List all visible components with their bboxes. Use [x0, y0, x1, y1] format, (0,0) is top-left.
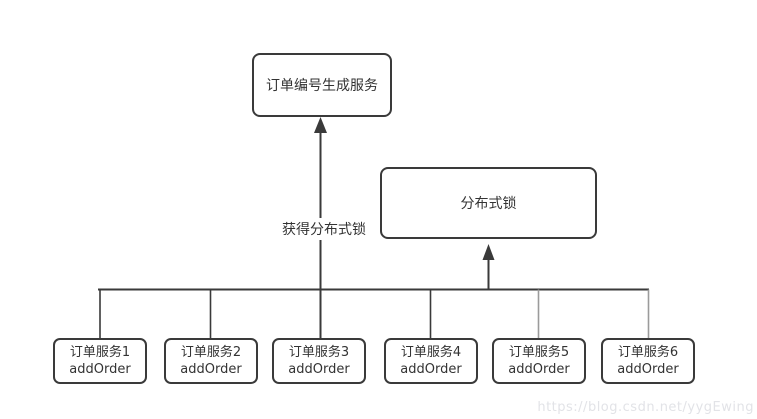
service-name: 订单服务5 — [508, 345, 570, 360]
up-arrowhead-lock-box — [482, 244, 495, 260]
service-box-6: 订单服务6 addOrder — [601, 338, 695, 384]
service-box-5: 订单服务5 addOrder — [492, 338, 586, 384]
service-method: addOrder — [400, 362, 462, 377]
service-box-4: 订单服务4 addOrder — [384, 338, 478, 384]
service-box-1: 订单服务1 addOrder — [53, 338, 147, 384]
distributed-lock-box: 分布式锁 — [380, 167, 597, 239]
service-method: addOrder — [617, 362, 679, 377]
service-box-3: 订单服务3 addOrder — [272, 338, 366, 384]
acquire-lock-edge-label: 获得分布式锁 — [277, 218, 371, 240]
service-name: 订单服务4 — [400, 345, 462, 360]
csdn-watermark: https://blog.csdn.net/yygEwing — [537, 400, 754, 415]
up-arrowhead-top-box — [314, 117, 327, 133]
service-method: addOrder — [288, 362, 350, 377]
distributed-lock-label: 分布式锁 — [460, 196, 517, 212]
service-name: 订单服务3 — [288, 345, 350, 360]
service-name: 订单服务1 — [69, 345, 131, 360]
service-method: addOrder — [69, 362, 131, 377]
service-box-2: 订单服务2 addOrder — [164, 338, 258, 384]
order-number-service-box: 订单编号生成服务 — [252, 53, 392, 117]
service-method: addOrder — [508, 362, 570, 377]
service-name: 订单服务6 — [617, 345, 679, 360]
order-number-service-label: 订单编号生成服务 — [266, 78, 378, 94]
service-name: 订单服务2 — [180, 345, 242, 360]
service-method: addOrder — [180, 362, 242, 377]
